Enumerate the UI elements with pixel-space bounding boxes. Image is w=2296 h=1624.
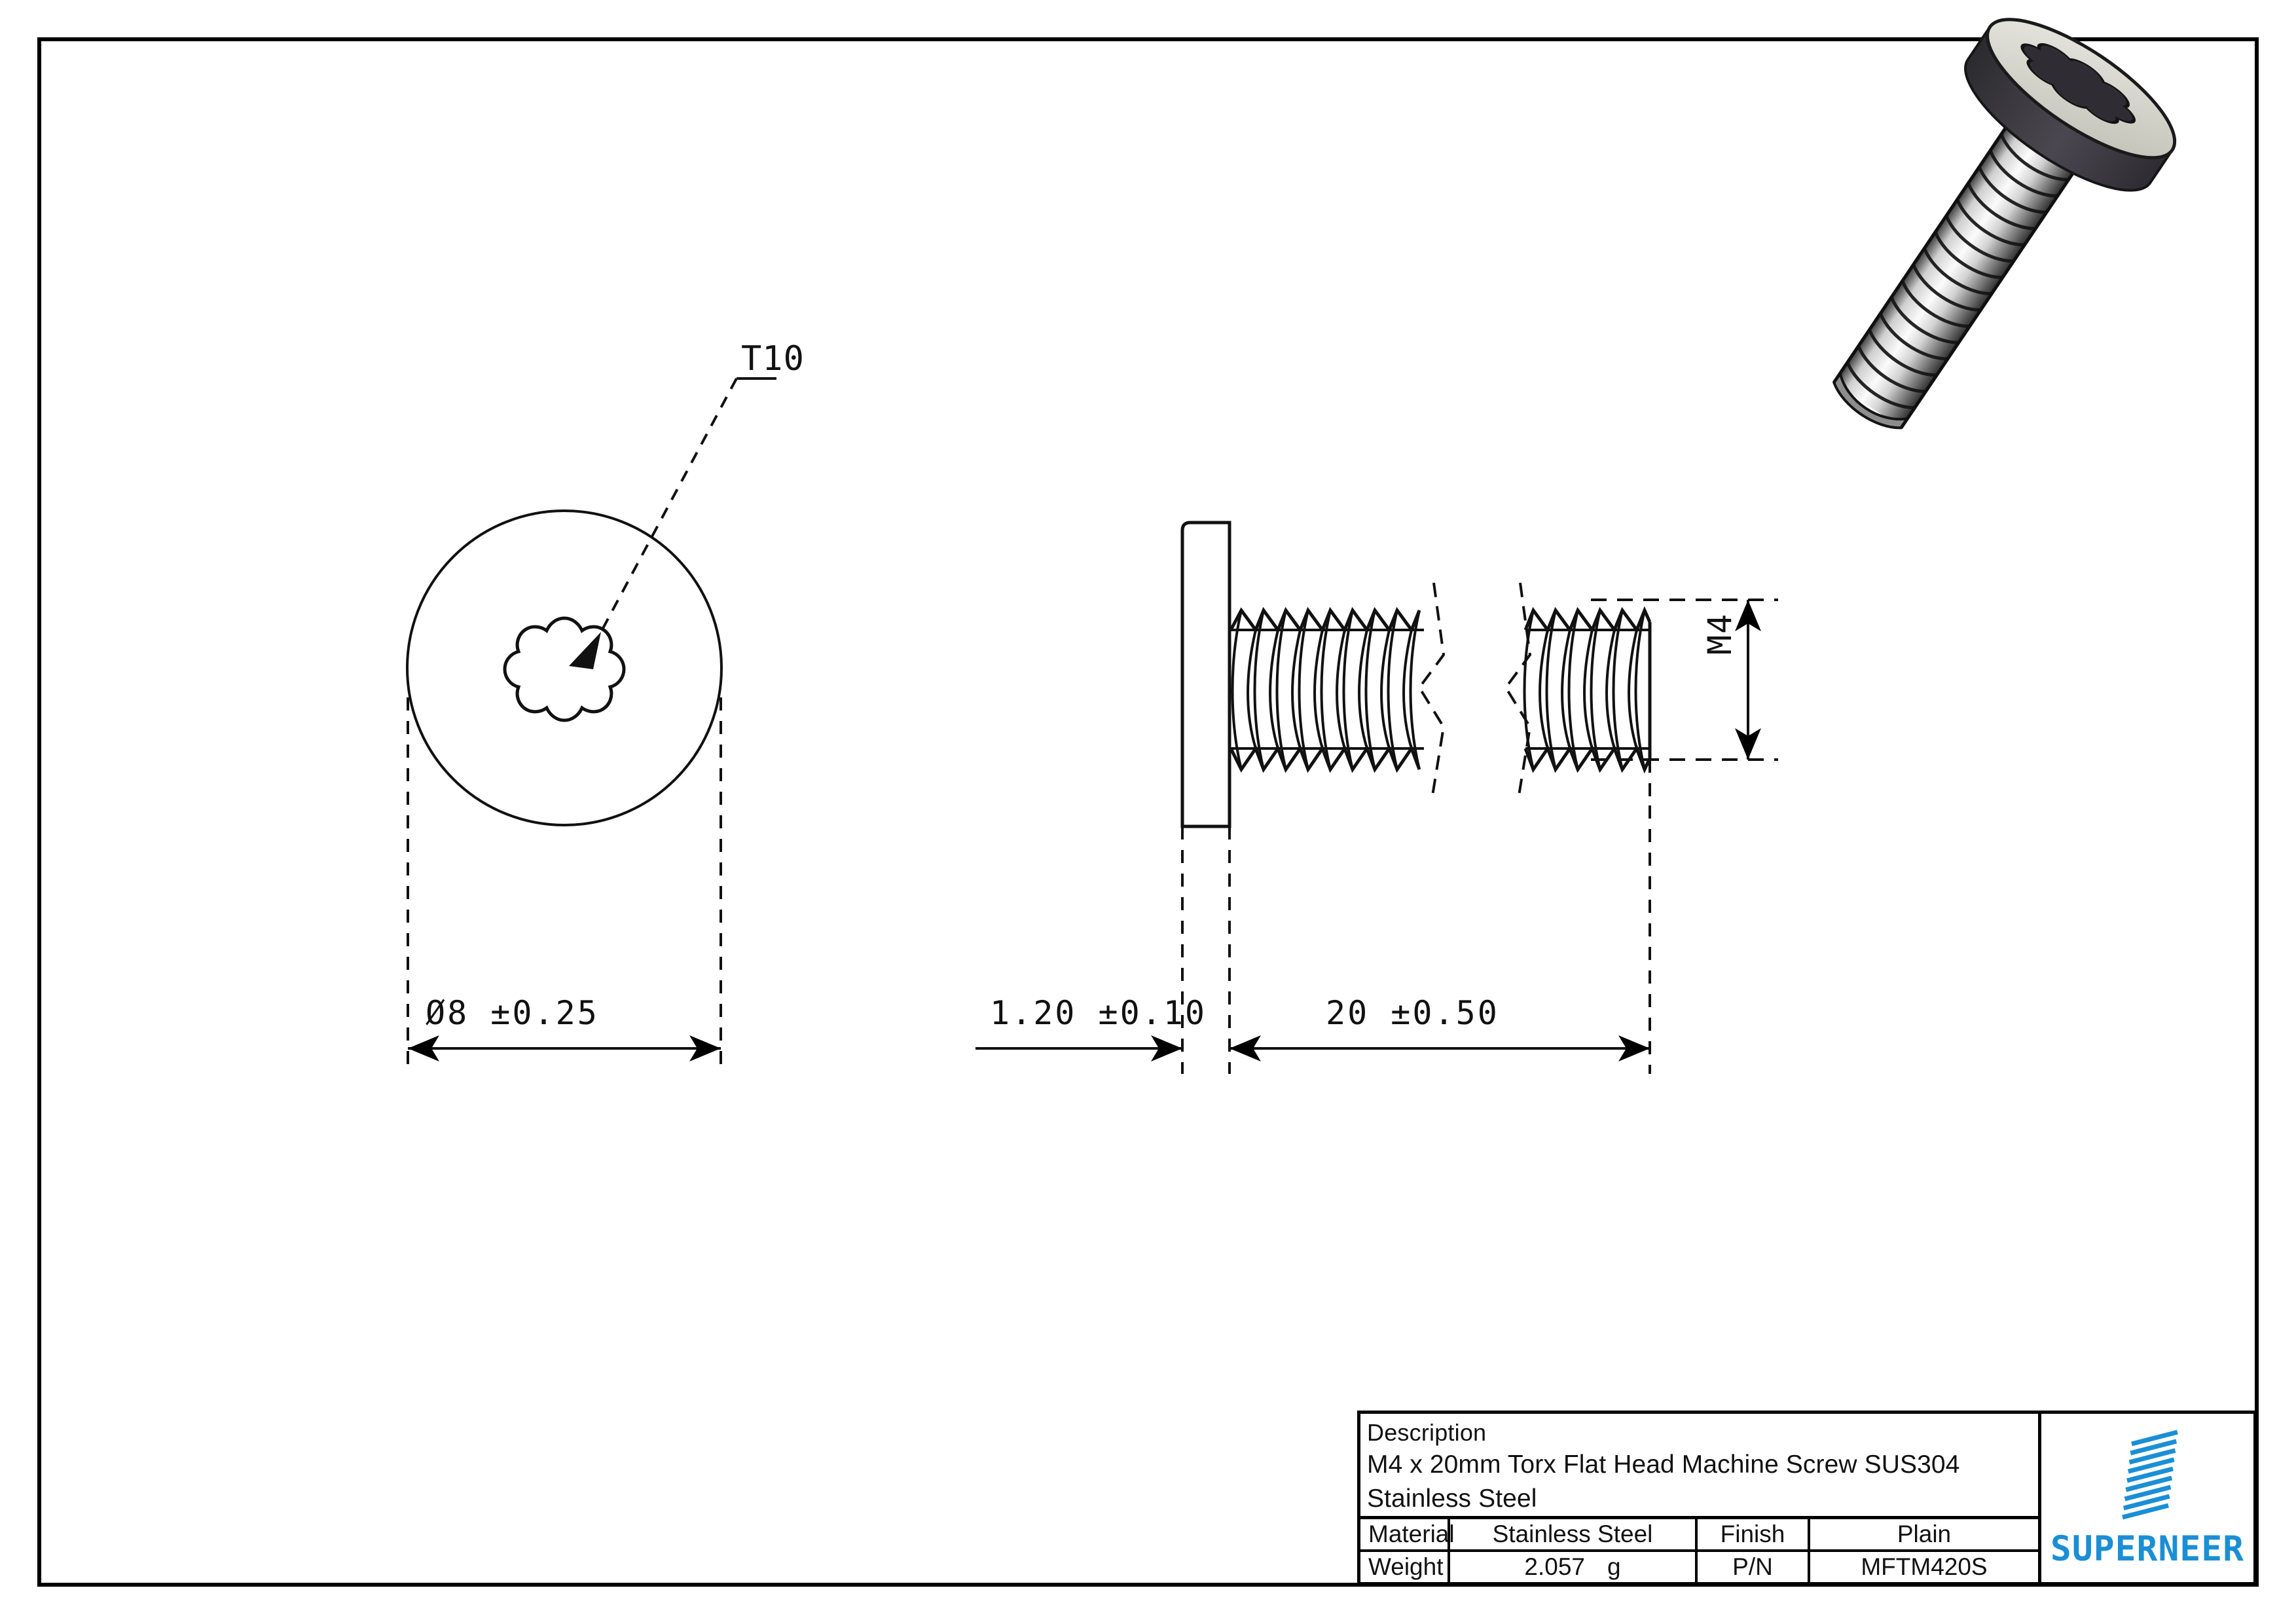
weight-row: Weight 2.057 g P/N MFTM420S: [1360, 1552, 2038, 1582]
dimension-thread-length: 20 ±0.50: [1326, 994, 1499, 1032]
material-value: Stainless Steel: [1450, 1519, 1698, 1549]
description-label: Description: [1367, 1419, 1487, 1446]
description-cell: Description M4 x 20mm Torx Flat Head Mac…: [1360, 1414, 2038, 1519]
weight-value: 2.057: [1524, 1553, 1585, 1580]
title-block: Description M4 x 20mm Torx Flat Head Mac…: [1357, 1411, 2257, 1585]
title-block-fields: Description M4 x 20mm Torx Flat Head Mac…: [1360, 1414, 2041, 1582]
part-number-label: P/N: [1698, 1552, 1810, 1582]
company-wordmark: SUPERNEER: [2050, 1529, 2245, 1569]
material-label: Material: [1360, 1519, 1455, 1549]
weight-value-cell: 2.057 g: [1450, 1552, 1698, 1582]
description-value: M4 x 20mm Torx Flat Head Machine Screw S…: [1367, 1450, 1960, 1513]
superneer-stripes-logo-icon: [2121, 1430, 2178, 1520]
dimension-thread-size: M4: [1701, 612, 1739, 655]
finish-label: Finish: [1698, 1519, 1810, 1549]
dimension-head-diameter: Ø8 ±0.25: [426, 994, 599, 1032]
part-number-value: MFTM420S: [1861, 1553, 1988, 1580]
company-logo: SUPERNEER: [2041, 1414, 2253, 1582]
weight-unit: g: [1607, 1553, 1621, 1580]
finish-value: Plain: [1897, 1521, 1952, 1547]
weight-label: Weight: [1360, 1552, 1450, 1582]
callout-t10: T10: [741, 339, 805, 378]
material-row: Material Stainless Steel Finish Plain: [1360, 1519, 2038, 1552]
dimension-head-thickness: 1.20 ±0.10: [990, 994, 1207, 1032]
sheet-border: [37, 37, 2259, 1587]
